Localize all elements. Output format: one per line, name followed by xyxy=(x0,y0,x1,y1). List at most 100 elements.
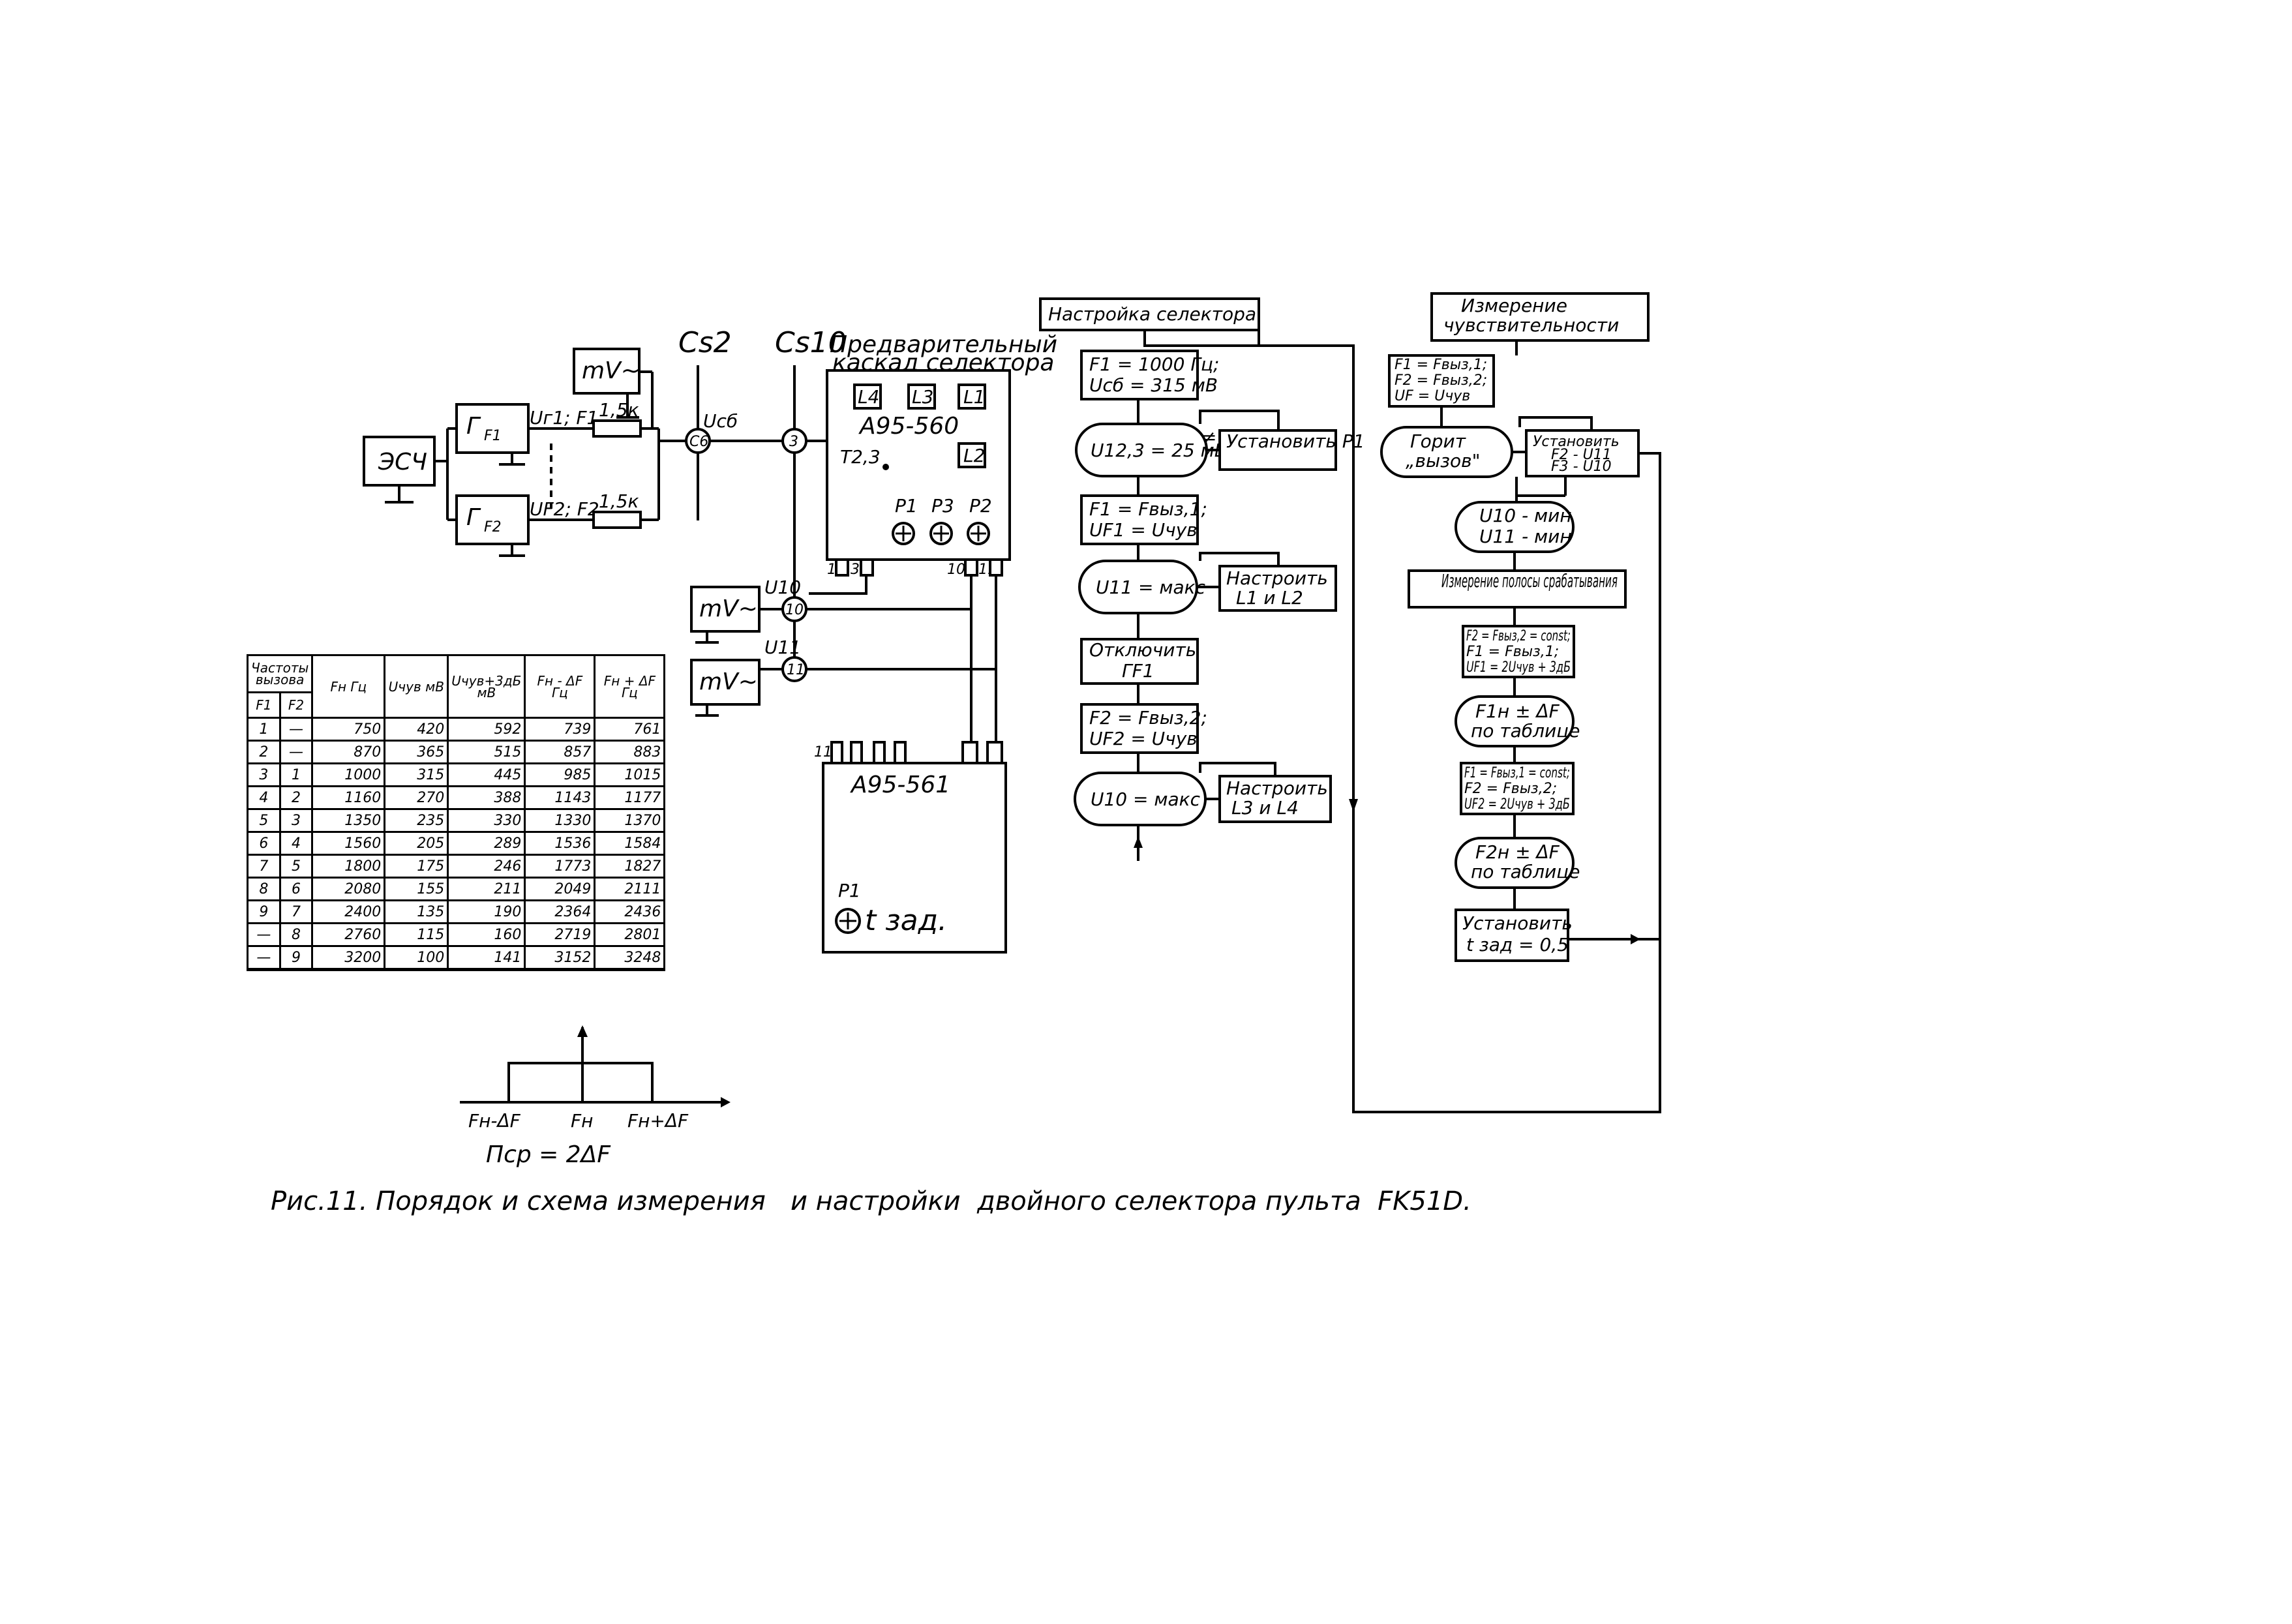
flow1-b2-l2: UF1 = Uчув xyxy=(1089,519,1198,541)
table-cell: 1000 xyxy=(311,762,386,787)
table-cell: 515 xyxy=(447,740,526,764)
flow1-action-1 xyxy=(1218,429,1337,471)
flow2-b1-l1: F1 = Fвыз,1; xyxy=(1395,357,1487,373)
table-header-f1: F1 xyxy=(247,691,281,719)
table-cell: 870 xyxy=(311,740,386,764)
fn-minus-label: Fн-ΔF xyxy=(468,1110,521,1132)
flow2-b4-l1: F1 = Fвыз,1 = const; xyxy=(1464,765,1570,781)
t23-label: Т2,3 xyxy=(840,446,881,468)
flow2-b1-l3: UF = Uчув xyxy=(1395,388,1470,404)
flow1-a2-l1: Настроить xyxy=(1226,567,1328,589)
flow2-b1-l2: F2 = Fвыз,2; xyxy=(1395,372,1487,389)
table-cell: 1177 xyxy=(594,785,666,810)
millivoltmeter-low xyxy=(690,659,761,706)
table-cell: 1773 xyxy=(524,854,596,879)
table-cell: 2111 xyxy=(594,877,666,901)
table-cell: 1560 xyxy=(311,831,386,856)
passband-sketch: Fн-ΔF Fн Fн+ΔF Пср = 2ΔF xyxy=(460,1025,731,1168)
flow1-d2: U11 = макс xyxy=(1096,577,1206,598)
generator-f1-sub: F1 xyxy=(484,428,502,444)
table-cell: 1350 xyxy=(311,808,386,833)
flow2-d3-l2: по таблице xyxy=(1471,720,1580,742)
flow2-b5-l2: t зад = 0,5 xyxy=(1466,934,1569,955)
table-cell: 246 xyxy=(447,854,526,879)
table-cell: 2 xyxy=(247,740,281,764)
flow2-step-5 xyxy=(1455,909,1569,962)
circuit-section: ЭСЧ Г F1 Г F2 Uг1; F1 UF2; F2 1,5к 1,5к xyxy=(363,326,1057,954)
flow2-b3-l3: UF1 = 2Uчув + 3дБ xyxy=(1466,659,1571,676)
node-3-text: 3 xyxy=(789,434,798,450)
table-cell: 6 xyxy=(247,831,281,856)
coil-l3 xyxy=(907,383,936,410)
table-cell: 4 xyxy=(247,785,281,810)
table-cell: 2801 xyxy=(594,922,666,947)
generator-f2-box xyxy=(455,494,530,545)
flow2-a1-l3: F3 - U10 xyxy=(1551,459,1612,475)
flow2-step-2 xyxy=(1408,569,1627,609)
table-cell: 190 xyxy=(447,899,526,924)
table-cell: 2760 xyxy=(311,922,386,947)
table-cell: 9 xyxy=(247,899,281,924)
flow2-d3-l1: F1н ± ΔF xyxy=(1475,700,1560,722)
flow1-b3-l2: ГF1 xyxy=(1122,660,1154,682)
table-cell: 115 xyxy=(384,922,449,947)
block2-pin11: 11 xyxy=(814,744,832,760)
p1-label: Р1 xyxy=(895,495,918,517)
flow1-b1-l2: Uсб = 315 мВ xyxy=(1089,374,1218,396)
node-c6-label: Uсб xyxy=(703,410,738,432)
flow2-b4-l3: UF2 = 2Uчув + 3дБ xyxy=(1464,796,1570,813)
flow1-b1-l1: F1 = 1000 Гц; xyxy=(1089,353,1219,375)
flow2-title-2: чувствительности xyxy=(1443,314,1619,336)
coil-l4-label: L4 xyxy=(858,386,879,408)
flowchart-sensitivity: Измерение чувствительности F1 = Fвыз,1; … xyxy=(1352,292,1661,1113)
table-cell: 211 xyxy=(447,877,526,901)
figure-caption: Рис.11. Порядок и схема измерения и наст… xyxy=(271,1186,1471,1216)
table-cell: 3 xyxy=(279,808,314,833)
table-cell: — xyxy=(247,945,281,971)
pcp-label: Пср = 2ΔF xyxy=(486,1141,611,1168)
flow1-a3-l2: L3 и L4 xyxy=(1231,797,1299,819)
table-cell: 2400 xyxy=(311,899,386,924)
cs2-label: Cs2 xyxy=(678,326,732,359)
mv-top-label: mV~ xyxy=(582,357,641,384)
coil-l2 xyxy=(958,442,986,468)
fn-plus-label: Fн+ΔF xyxy=(627,1110,689,1132)
mv-low-label: mV~ xyxy=(699,669,758,695)
table-cell: 1827 xyxy=(594,854,666,879)
flow2-d2-l1: U10 - мин xyxy=(1479,505,1572,526)
table-cell: 141 xyxy=(447,945,526,971)
flow1-b3-l1: Отключить xyxy=(1089,639,1196,661)
table-cell: 7 xyxy=(279,899,314,924)
table-cell: 388 xyxy=(447,785,526,810)
block1-name: А95-560 xyxy=(858,413,959,440)
table-header-fn: Fн Гц xyxy=(311,654,386,719)
table-cell: 289 xyxy=(447,831,526,856)
table-cell: 2049 xyxy=(524,877,596,901)
table-cell: 1143 xyxy=(524,785,596,810)
coil-l1 xyxy=(958,383,986,410)
table-cell: 4 xyxy=(279,831,314,856)
table-cell: 2080 xyxy=(311,877,386,901)
block2-t-label: t зад. xyxy=(865,904,947,937)
table-cell: 445 xyxy=(447,762,526,787)
flow2-a1-l1: Установить xyxy=(1533,434,1620,450)
generator-f2-label: Г xyxy=(466,504,481,531)
table-cell: 365 xyxy=(384,740,449,764)
flow1-action-2 xyxy=(1218,565,1337,612)
call-frequency-table: Частоты вызова Fн Гц Uчув мВ Uчув+3дБ мВ… xyxy=(246,654,666,971)
table-cell: 5 xyxy=(279,854,314,879)
generator-f2-sub: F2 xyxy=(484,519,502,535)
table-cell: 1 xyxy=(279,762,314,787)
fn-label: Fн xyxy=(571,1110,593,1132)
node-c6-text: C6 xyxy=(689,434,708,450)
esch-label: ЭСЧ xyxy=(378,449,427,475)
table-cell: 2364 xyxy=(524,899,596,924)
